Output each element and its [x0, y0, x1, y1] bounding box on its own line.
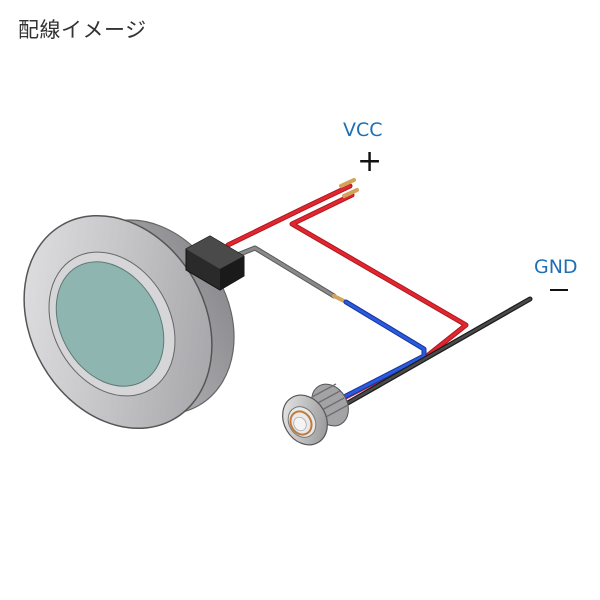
blue-wire [343, 299, 427, 399]
vcc-red-wire [225, 183, 469, 402]
gnd-black-wire [343, 296, 533, 407]
vcc-plus-sign: + [357, 144, 383, 179]
push-switch [282, 383, 349, 446]
gnd-minus-sign [550, 289, 568, 291]
light-gray-wire [232, 245, 348, 304]
junction-box [185, 235, 245, 291]
vcc-wire-tips [339, 178, 359, 198]
vcc-label: VCC [343, 119, 383, 141]
gnd-label: GND [534, 256, 578, 278]
downlight-fixture [23, 214, 235, 430]
page-title: 配線イメージ [18, 18, 147, 42]
